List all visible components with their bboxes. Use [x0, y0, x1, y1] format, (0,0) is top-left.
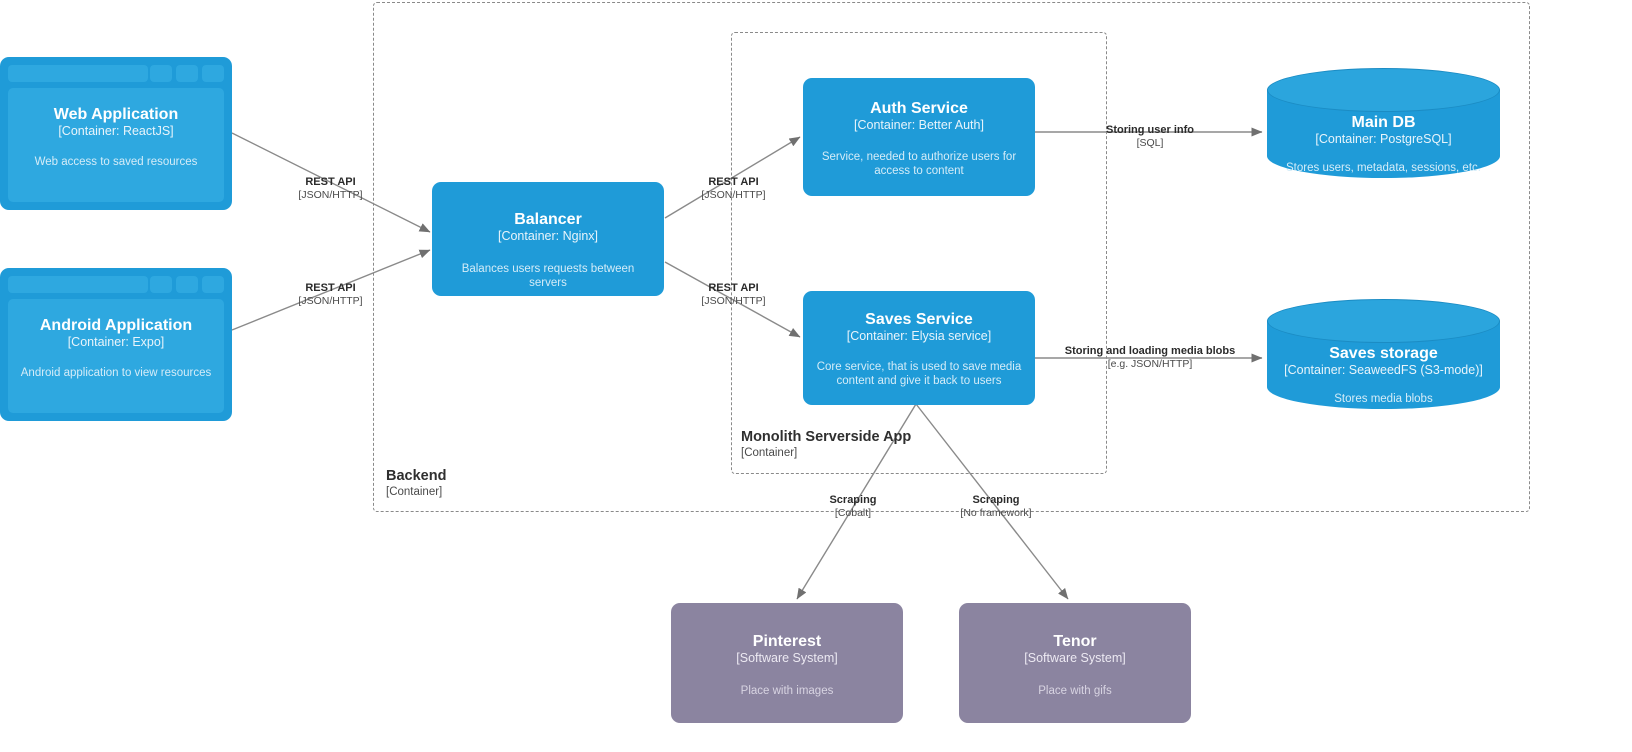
edge-label-tech: [No framework]: [960, 507, 1032, 519]
node-description: Balances users requests between servers: [461, 263, 635, 289]
edge-label-balancer-to-auth: REST API [JSON/HTTP]: [646, 176, 821, 202]
edge-label-tech: [Cobalt]: [834, 507, 872, 519]
node-title: Balancer: [514, 211, 582, 228]
edge-label-name: REST API: [708, 282, 759, 294]
edge-label-auth-to-main-db: Storing user info [SQL]: [1060, 124, 1240, 150]
window-control-dot: [202, 276, 224, 293]
node-description: Place with images: [740, 685, 834, 697]
node-title: Android Application: [39, 317, 193, 334]
edge-label-tech: [JSON/HTTP]: [298, 189, 363, 201]
edge-android-to-balancer: [231, 249, 431, 331]
node-android-application[interactable]: Android Application [Container: Expo] An…: [0, 268, 232, 421]
edge-saves-to-pinterest: [796, 403, 917, 600]
node-description: Core service, that is used to save media…: [816, 361, 1022, 387]
node-description: Android application to view resources: [20, 367, 212, 379]
edge-label-tech: [JSON/HTTP]: [298, 295, 363, 307]
node-tenor[interactable]: Tenor [Software System] Place with gifs: [959, 603, 1191, 723]
boundary-backend-type: [Container]: [386, 486, 443, 498]
node-technology: [Software System]: [1024, 651, 1126, 665]
boundary-backend-name: Backend: [386, 468, 447, 484]
edge-label-android-to-balancer: REST API [JSON/HTTP]: [243, 282, 418, 308]
boundary-monolith-type: [Container]: [741, 447, 798, 459]
window-control-dot: [176, 65, 198, 82]
edge-balancer-to-saves: [664, 261, 801, 338]
node-technology: [Container: Elysia service]: [846, 329, 992, 343]
window-control-dot: [176, 276, 198, 293]
node-title: Saves storage: [1329, 345, 1438, 362]
edge-balancer-to-auth: [664, 136, 801, 219]
node-pinterest[interactable]: Pinterest [Software System] Place with i…: [671, 603, 903, 723]
window-control-dot: [150, 276, 172, 293]
edge-label-tech: [JSON/HTTP]: [701, 189, 766, 201]
edge-label-tech: [SQL]: [1136, 137, 1164, 149]
edge-label-name: Scraping: [972, 494, 1020, 506]
edge-label-balancer-to-saves: REST API [JSON/HTTP]: [646, 282, 821, 308]
node-technology: [Container: PostgreSQL]: [1315, 132, 1452, 146]
edge-saves-to-tenor: [915, 403, 1069, 600]
edge-label-saves-to-pinterest: Scraping [Cobalt]: [790, 494, 916, 520]
node-main-db[interactable]: Main DB [Container: PostgreSQL] Stores u…: [1267, 68, 1500, 178]
edge-label-saves-to-storage: Storing and loading media blobs [e.g. JS…: [1035, 345, 1265, 371]
node-technology: [Container: Nginx]: [497, 229, 599, 243]
node-title: Tenor: [1053, 633, 1097, 650]
node-saves-storage[interactable]: Saves storage [Container: SeaweedFS (S3-…: [1267, 299, 1500, 409]
window-titlebar: [8, 276, 148, 293]
node-description: Service, needed to authorize users for a…: [821, 151, 1017, 177]
node-saves-service[interactable]: Saves Service [Container: Elysia service…: [803, 291, 1035, 405]
node-technology: [Container: Better Auth]: [854, 118, 984, 132]
edge-label-name: REST API: [708, 176, 759, 188]
boundary-monolith: [731, 32, 1107, 474]
edge-label-name: REST API: [305, 282, 356, 294]
cylinder-label: Saves storage [Container: SeaweedFS (S3-…: [1267, 345, 1500, 406]
node-web-application[interactable]: Web Application [Container: ReactJS] Web…: [0, 57, 232, 210]
node-technology: [Container: ReactJS]: [58, 124, 174, 138]
edge-label-name: REST API: [305, 176, 356, 188]
node-technology: [Software System]: [736, 651, 838, 665]
edge-web-to-balancer: [231, 132, 431, 233]
edge-label-name: Storing user info: [1106, 124, 1194, 136]
node-balancer[interactable]: Balancer [Container: Nginx] Balances use…: [432, 182, 664, 296]
node-auth-service[interactable]: Auth Service [Container: Better Auth] Se…: [803, 78, 1035, 196]
node-description: Place with gifs: [1038, 685, 1112, 697]
node-title: Web Application: [53, 106, 179, 123]
edge-label-tech: [e.g. JSON/HTTP]: [1107, 358, 1193, 370]
node-description: Web access to saved resources: [34, 156, 198, 168]
window-control-dot: [202, 65, 224, 82]
node-technology: [Container: SeaweedFS (S3-mode)]: [1284, 363, 1483, 377]
node-description: Stores media blobs: [1334, 393, 1433, 405]
node-title: Auth Service: [870, 100, 968, 117]
node-description: Stores users, metadata, sessions, etc.: [1286, 162, 1481, 174]
cylinder-top: [1267, 68, 1500, 112]
window-control-dot: [150, 65, 172, 82]
boundary-backend: [373, 2, 1530, 512]
window-content: Android Application [Container: Expo] An…: [8, 299, 224, 413]
cylinder-label: Main DB [Container: PostgreSQL] Stores u…: [1267, 114, 1500, 175]
boundary-monolith-label: Monolith Serverside App [Container]: [741, 429, 911, 460]
node-title: Main DB: [1351, 114, 1416, 131]
edge-label-saves-to-tenor: Scraping [No framework]: [933, 494, 1059, 520]
boundary-backend-label: Backend [Container]: [386, 468, 446, 499]
edge-label-web-to-balancer: REST API [JSON/HTTP]: [243, 176, 418, 202]
boundary-monolith-name: Monolith Serverside App: [741, 429, 912, 445]
edge-label-name: Scraping: [829, 494, 877, 506]
window-content: Web Application [Container: ReactJS] Web…: [8, 88, 224, 202]
edge-label-name: Storing and loading media blobs: [1064, 345, 1236, 357]
window-titlebar: [8, 65, 148, 82]
node-title: Pinterest: [752, 633, 822, 650]
cylinder-top: [1267, 299, 1500, 343]
node-title: Saves Service: [865, 311, 973, 328]
edge-label-tech: [JSON/HTTP]: [701, 295, 766, 307]
node-technology: [Container: Expo]: [67, 335, 165, 349]
